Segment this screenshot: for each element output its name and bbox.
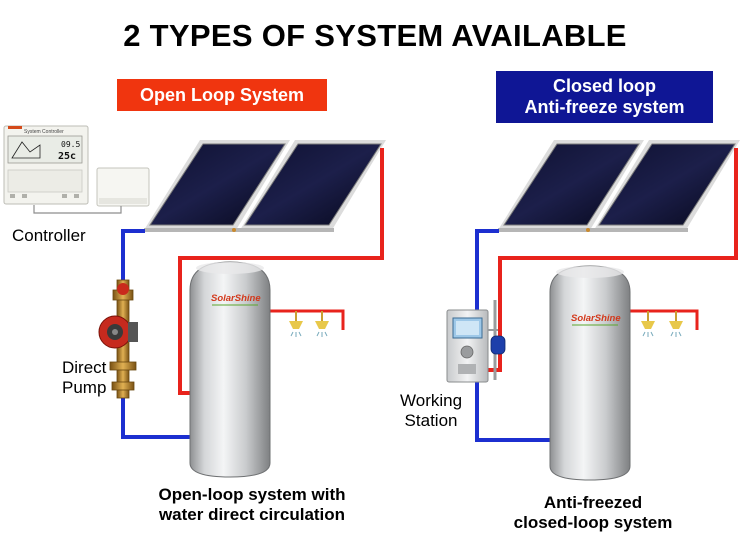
controller-wire: [33, 205, 122, 214]
working-station-label-line1: Working: [400, 391, 463, 410]
working-station-label: Working Station: [400, 391, 462, 431]
open-loop-badge: Open Loop System: [117, 79, 327, 111]
controller-reading-1: 09.5: [61, 140, 80, 149]
closed-loop-badge-line1: Closed loop: [553, 76, 656, 96]
expansion-vessel: [490, 335, 506, 355]
control-box: [96, 167, 150, 207]
controller-device: System Controller 09.5 25c: [3, 125, 89, 205]
shower-fixtures-open: [289, 311, 329, 337]
direct-pump-label-line1: Direct: [62, 358, 107, 377]
page-title: 2 TYPES OF SYSTEM AVAILABLE: [123, 18, 627, 53]
direct-pump-label-line2: Pump: [62, 378, 107, 397]
direct-pump: [98, 279, 138, 399]
shower-fixtures-closed: [641, 311, 683, 337]
closed-loop-badge: Closed loop Anti-freeze system: [496, 71, 713, 123]
closed-loop-caption-line1: Anti-freezed: [543, 493, 643, 512]
hot-pipe-open: [178, 148, 384, 395]
controller-reading-2: 25c: [58, 151, 76, 162]
hot-outlet-closed: [620, 309, 699, 330]
tank-brand-closed: SolarShine: [571, 313, 621, 324]
open-loop-caption: Open-loop system with water direct circu…: [120, 485, 384, 525]
solar-panels-open: [144, 140, 386, 232]
direct-pump-label: Direct Pump: [62, 358, 106, 398]
closed-loop-system: SolarShine: [446, 140, 740, 481]
open-loop-system: System Controller 09.5 25c: [3, 125, 386, 478]
closed-loop-badge-line2: Anti-freeze system: [524, 97, 685, 117]
hot-outlet-open: [265, 309, 345, 330]
solar-panels-closed: [498, 140, 740, 232]
open-loop-caption-line2: water direct circulation: [158, 505, 346, 524]
closed-loop-caption: Anti-freezed closed-loop system: [478, 493, 708, 533]
water-tank-closed: SolarShine: [549, 265, 631, 481]
working-station-label-line2: Station: [404, 411, 458, 430]
controller-label: Controller: [12, 226, 86, 245]
tank-brand-open: SolarShine: [211, 293, 261, 304]
controller-screen: [7, 135, 83, 164]
controller-header-text: System Controller: [24, 129, 64, 135]
open-loop-caption-line1: Open-loop system with: [158, 485, 346, 504]
closed-loop-caption-line2: closed-loop system: [513, 513, 673, 532]
working-station: [446, 300, 506, 383]
water-tank-open: SolarShine: [189, 261, 271, 478]
